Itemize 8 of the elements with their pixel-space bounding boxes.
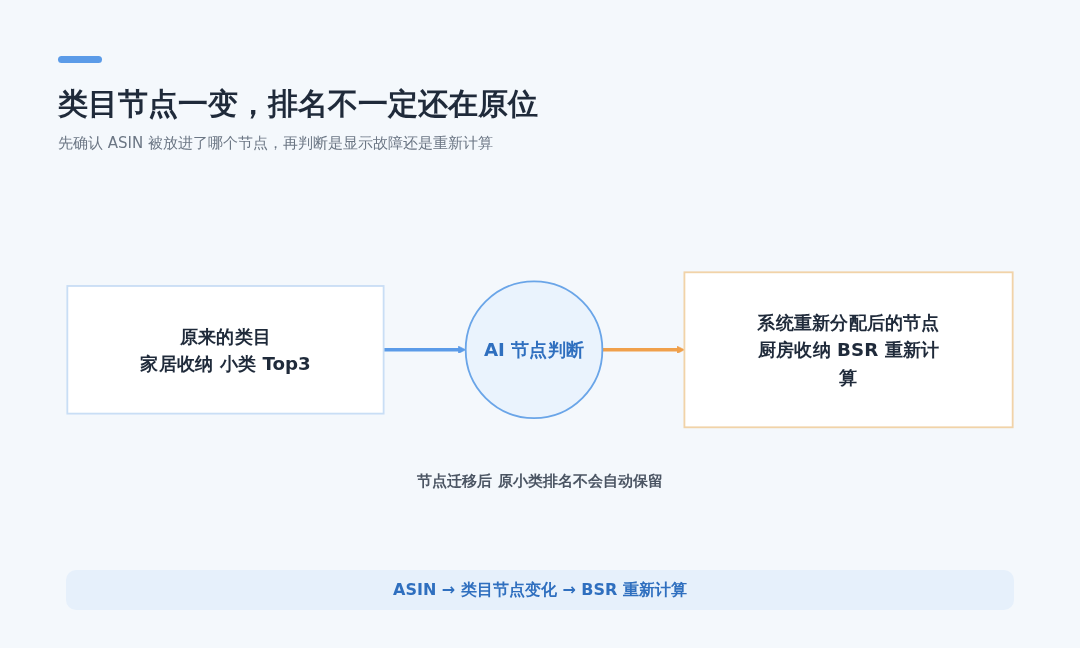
node-circle: AI 节点判断	[464, 280, 604, 420]
subtitle: 先确认 ASIN 被放进了哪个节点，再判断是显示故障还是重新计算	[58, 134, 493, 153]
node-caption: 节点迁移后 原小类排名不会自动保留	[416, 471, 664, 492]
node-box: 系统重新分配后的节点 厨房收纳 BSR 重新计算	[683, 271, 1014, 429]
arrow	[602, 346, 685, 354]
summary-text: ASIN → 类目节点变化 → BSR 重新计算	[393, 579, 687, 601]
node-box: 原来的类目 家居收纳 小类 Top3	[66, 285, 385, 415]
title: 类目节点一变，排名不一定还在原位	[58, 85, 538, 123]
